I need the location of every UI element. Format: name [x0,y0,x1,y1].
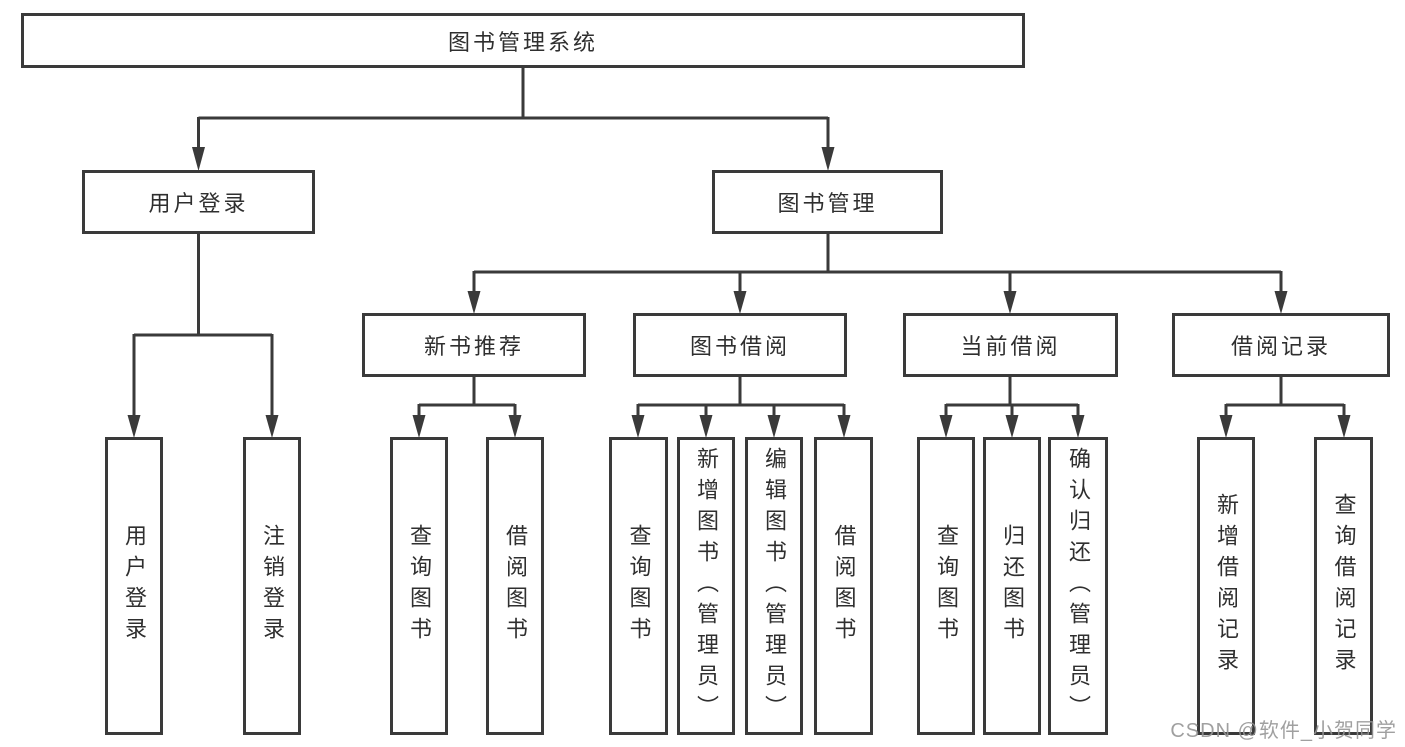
node-current-borrow: 当前借阅 [903,313,1118,377]
leaf-borrow-query: 查询图书 [609,437,668,735]
leaf-borrow-add-admin: 新增图书（管理员） [677,437,735,735]
leaf-current-return: 归还图书 [983,437,1041,735]
arrowheads [127,147,1351,438]
node-book-borrow: 图书借阅 [633,313,847,377]
node-borrow-record: 借阅记录 [1172,313,1390,377]
leaf-newbook-query: 查询图书 [390,437,448,735]
leaf-record-query: 查询借阅记录 [1314,437,1373,735]
csdn-watermark: CSDN @软件_小贺同学 [1170,720,1397,742]
leaf-current-query: 查询图书 [917,437,975,735]
leaf-borrow-edit-admin: 编辑图书（管理员） [745,437,803,735]
leaf-borrow-book: 借阅图书 [814,437,873,735]
node-root: 图书管理系统 [21,13,1025,68]
leaf-user-login: 用户登录 [105,437,163,735]
leaf-current-confirm-admin: 确认归还（管理员） [1048,437,1108,735]
node-new-book-recommend: 新书推荐 [362,313,586,377]
leaf-newbook-borrow: 借阅图书 [486,437,544,735]
node-user-login: 用户登录 [82,170,315,234]
node-book-management: 图书管理 [712,170,943,234]
leaf-logout: 注销登录 [243,437,301,735]
leaf-record-add: 新增借阅记录 [1197,437,1255,735]
